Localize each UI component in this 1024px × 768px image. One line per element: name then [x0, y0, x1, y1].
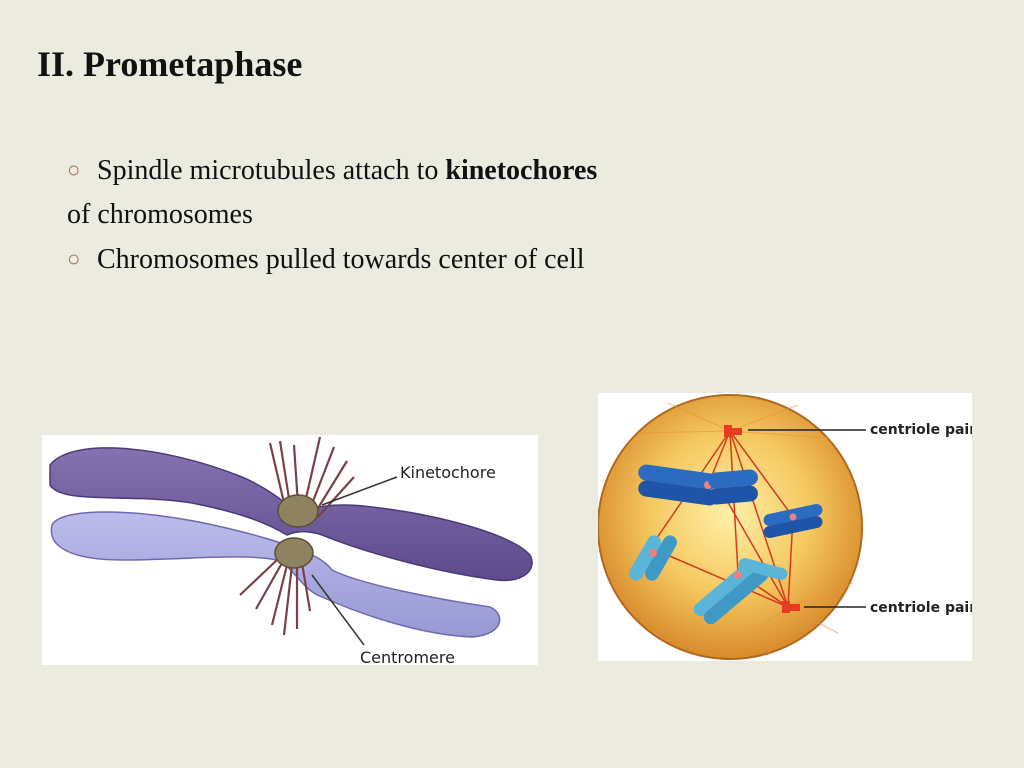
label-centriole-top: centriole pair [870, 422, 972, 438]
bullet-item-1: ○ Spindle microtubules attach to kinetoch… [67, 148, 967, 193]
cell-diagram: centriole pair centriole pair [597, 393, 976, 661]
bullet-text-continuation: of chromosomes [67, 199, 253, 230]
cell-svg: centriole pair centriole pair [597, 394, 976, 660]
chromosome-diagram: Kinetochore Centromere [42, 435, 538, 667]
bullet-circle-icon: ○ [67, 246, 81, 271]
label-kinetochore: Kinetochore [400, 463, 496, 482]
centriole-bottom [782, 601, 800, 613]
chromosome-5 [693, 558, 788, 625]
kinetochore-top [277, 494, 319, 528]
bullet-item-1-continuation: of chromosomes [67, 193, 967, 237]
cell-body [597, 394, 863, 660]
light-chromatid [50, 511, 501, 638]
chromosome-1 [638, 464, 718, 506]
bullet-circle-icon: ○ [67, 157, 81, 182]
chromosome-2 [708, 469, 758, 505]
bullet-text: Spindle microtubules attach to [97, 155, 446, 186]
spindle-fibers-top [268, 436, 355, 518]
kinetochore-bottom [274, 537, 314, 569]
spindle-fibers-bottom [239, 558, 312, 636]
chromosome-3 [763, 504, 823, 538]
label-centriole-bottom: centriole pair [870, 600, 972, 616]
kinetochore-leader [321, 476, 398, 506]
bullet-bold-term: kinetochores [445, 155, 598, 186]
chromosome-svg: Kinetochore Centromere [49, 436, 533, 667]
aster-rays [637, 402, 854, 656]
centriole-top [724, 425, 742, 437]
bullet-text: Chromosomes pulled towards center of cel… [97, 244, 585, 275]
slide-title: II. Prometaphase [37, 44, 303, 84]
label-centromere: Centromere [360, 648, 455, 665]
centromere-leader [311, 574, 365, 646]
bullet-item-2: ○ Chromosomes pulled towards center of ce… [67, 237, 967, 282]
chromosome-4 [629, 535, 677, 581]
bullet-list: ○ Spindle microtubules attach to kinetoch… [67, 148, 967, 282]
